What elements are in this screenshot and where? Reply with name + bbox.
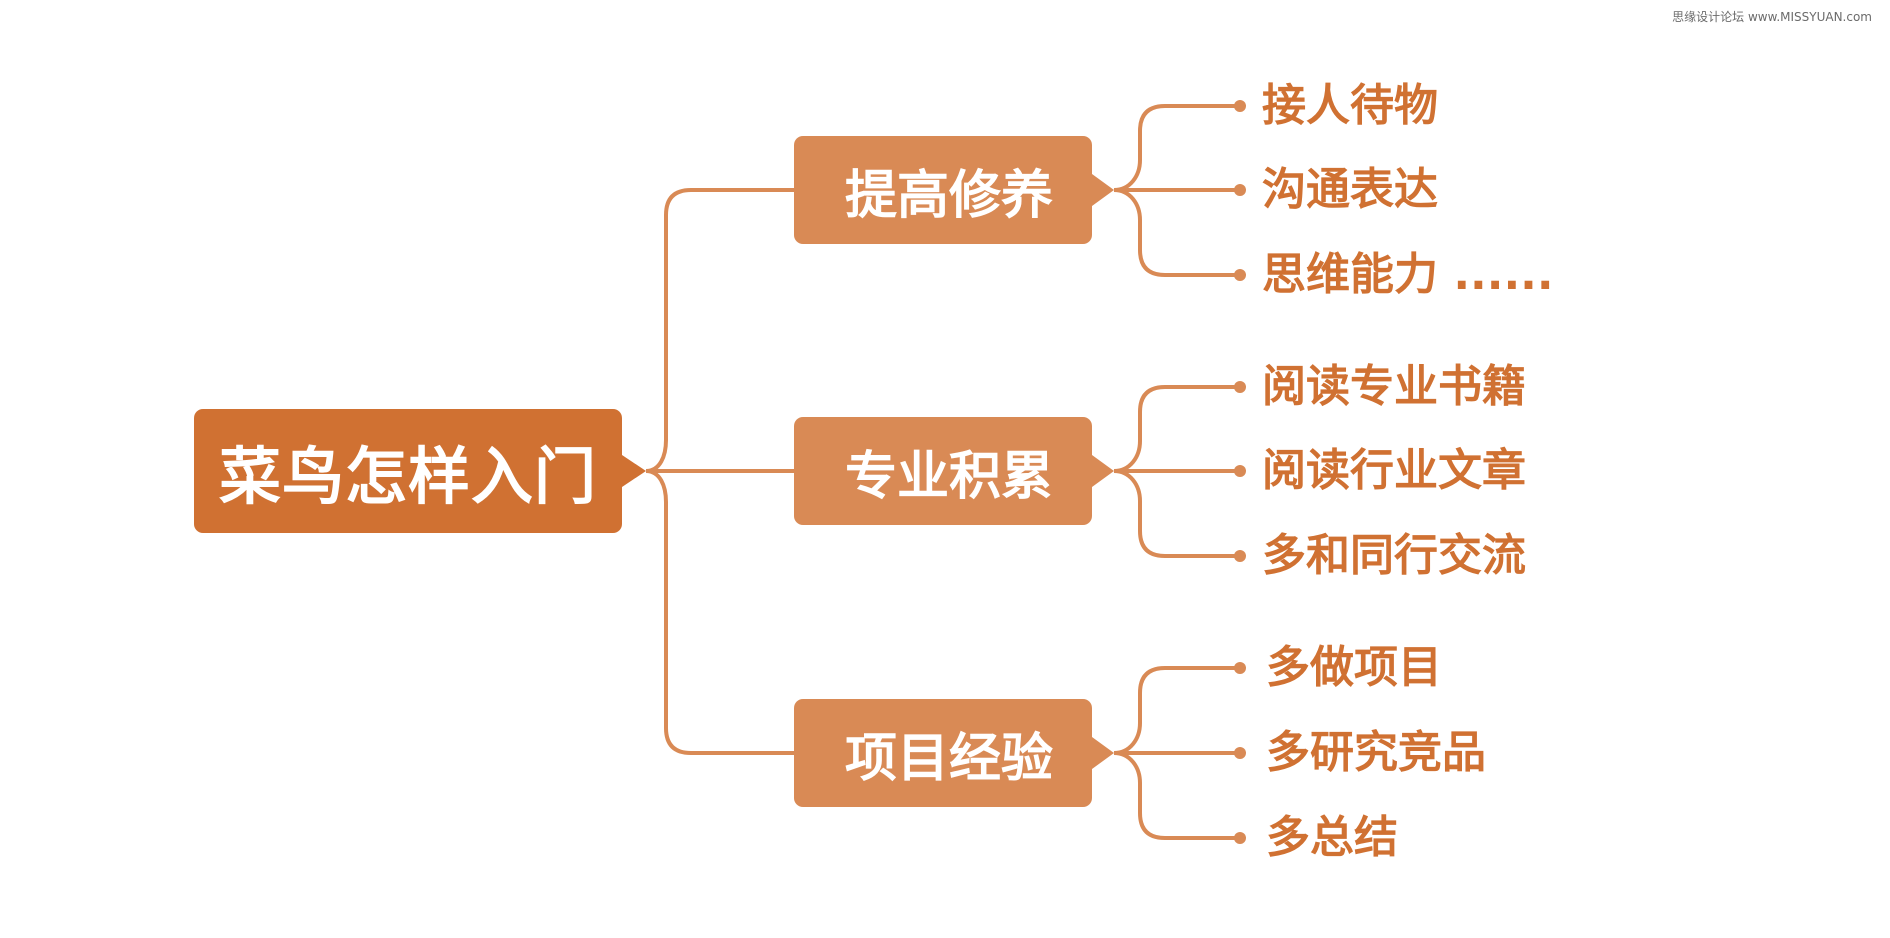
branch-arrow-tip-2 [1092,455,1114,487]
branch1-leaf-dot-3 [1234,269,1246,281]
branch-node-3: 项目经验 [794,699,1092,807]
leaf-node-2-2: 阅读行业文章 [1262,445,1526,496]
branch2-leaf-connector-3 [1113,469,1238,558]
branch1-leaf-dot-2 [1234,184,1246,196]
branch3-leaf-dot-2 [1234,747,1246,759]
leaf-node-3-1: 多做项目 [1266,642,1442,693]
branch3-leaf-dot-1 [1234,662,1246,674]
branch-node-2: 专业积累 [794,417,1092,525]
leaf-node-3-3: 多总结 [1266,812,1398,863]
branch1-leaf-connector-1 [1113,104,1238,192]
leaf-node-1-3: 思维能力 ...... [1262,249,1554,300]
branch1-leaf-dot-1 [1234,100,1246,112]
root-trunk-connector-lower [645,469,794,755]
branch2-leaf-connector-1 [1113,385,1238,473]
leaf-node-1-2: 沟通表达 [1262,164,1438,215]
leaf-node-3-2: 多研究竞品 [1266,727,1486,778]
leaf-node-2-3: 多和同行交流 [1262,530,1526,581]
root-trunk-connector [645,188,794,473]
branch3-leaf-connector-3 [1113,751,1238,840]
branch2-leaf-dot-3 [1234,550,1246,562]
branch2-leaf-dot-1 [1234,381,1246,393]
leaf-node-1-1: 接人待物 [1262,80,1438,131]
branch2-leaf-dot-2 [1234,465,1246,477]
branch3-leaf-dot-3 [1234,832,1246,844]
branch-arrow-tip-1 [1092,174,1114,206]
site-watermark: 思缘设计论坛 www.MISSYUAN.com [1672,10,1872,24]
branch3-leaf-connector-1 [1113,666,1238,755]
leaf-node-2-1: 阅读专业书籍 [1262,361,1526,412]
branch1-leaf-connector-3 [1113,188,1238,277]
root-node: 菜鸟怎样入门 [194,409,622,533]
branch-arrow-tip-3 [1092,737,1114,769]
root-arrow-tip [622,455,646,487]
branch-node-1: 提高修养 [794,136,1092,244]
